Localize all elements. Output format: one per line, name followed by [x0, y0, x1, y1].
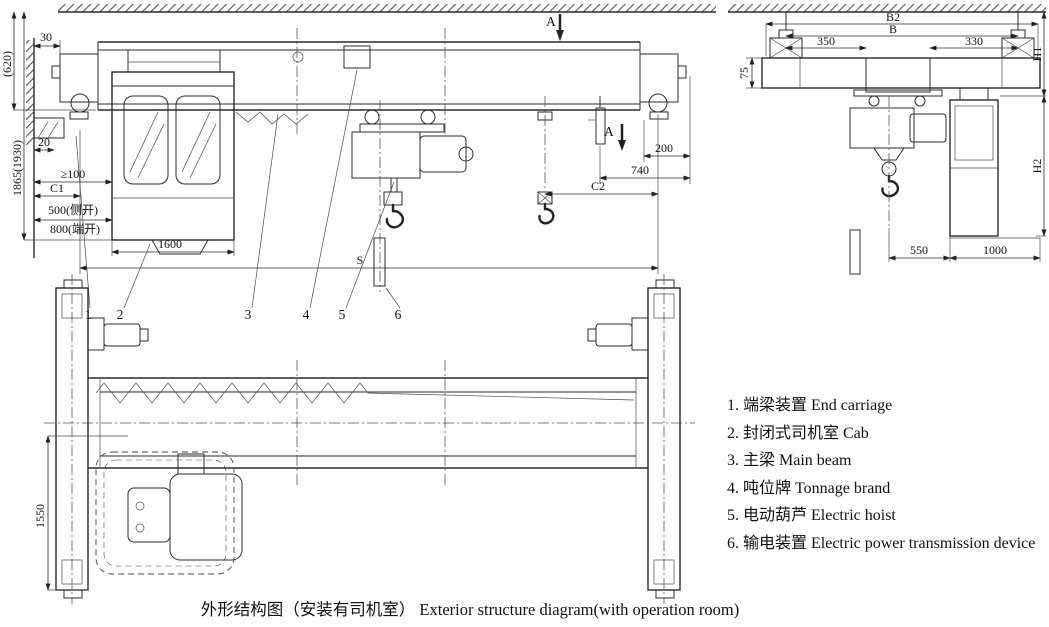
- end-view: B2 B 350 330 75 H1 H2 550 1000: [728, 4, 1047, 275]
- dim-b: B: [889, 22, 897, 36]
- power-festoon-side: [373, 237, 386, 287]
- dim-h2: H2: [1030, 159, 1044, 174]
- main-beam-plan: [88, 377, 648, 469]
- dim-800: 800(端开): [50, 222, 100, 236]
- end-beam-left-plan: [55, 274, 89, 604]
- dim-h1: H1: [1030, 47, 1044, 62]
- dim-20: 20: [38, 135, 50, 149]
- legend-item-cab: 2. 封闭式司机室 Cab: [727, 424, 869, 442]
- dim-c2: C2: [591, 179, 605, 193]
- main-beam-side: [97, 41, 641, 125]
- end-carriage-right: [639, 53, 687, 120]
- plan-view-dimensions: 1550: [33, 435, 128, 591]
- dim-span-s: S: [357, 253, 364, 267]
- cab-side: [111, 50, 235, 255]
- festoon-cable-zigzag: [95, 382, 369, 404]
- legend-item-end-carriage: 1. 端梁装置 End carriage: [727, 397, 893, 414]
- legend-item-electric-hoist: 5. 电动葫芦 Electric hoist: [727, 507, 896, 524]
- end-carriage-end-view: [761, 57, 1041, 89]
- cab-end-view: [949, 88, 1041, 254]
- callout-4: 4: [303, 307, 310, 322]
- electric-hoist-side: [351, 109, 474, 229]
- ceiling-hatch: [58, 4, 716, 13]
- travel-motor-right: [587, 317, 649, 351]
- end-carriage-left: [51, 53, 99, 113]
- tonnage-brand-plate: [343, 45, 371, 69]
- festoon-cable-taut: [367, 392, 635, 401]
- dim-c1: C1: [50, 181, 64, 195]
- dim-350: 350: [817, 34, 835, 48]
- side-view: A A 30 (620) 1865(1930) 20: [0, 4, 716, 322]
- dim-550: 550: [910, 243, 928, 257]
- dim-1865: 1865(1930): [10, 140, 24, 196]
- section-arrow-icon: [556, 30, 564, 41]
- dim-740: 740: [631, 163, 649, 177]
- caption: 外形结构图（安装有司机室） Exterior structure diagram…: [200, 600, 740, 619]
- end-view-dimensions: B2 B 350 330 75 H1 H2 550 1000: [737, 10, 1047, 262]
- dim-min100: ≥100: [61, 167, 86, 181]
- hook-icon: [385, 203, 404, 229]
- electric-hoist-end-view: [849, 95, 947, 198]
- hook-icon: [538, 202, 555, 225]
- power-feed: [588, 96, 606, 145]
- hook-position-2: [537, 111, 555, 225]
- dim-1000: 1000: [983, 243, 1007, 257]
- dim-620: (620): [0, 51, 14, 77]
- section-marker-a-mid: A: [604, 124, 626, 151]
- dim-1550: 1550: [33, 504, 47, 528]
- section-arrow-icon: [618, 140, 626, 151]
- section-a-label: A: [604, 124, 614, 139]
- dim-1600: 1600: [158, 237, 182, 251]
- main-beam-section: [853, 57, 943, 97]
- travel-motor-left: [87, 317, 149, 351]
- legend: 1. 端梁装置 End carriage 2. 封闭式司机室 Cab 3. 主梁…: [727, 392, 1035, 557]
- cab-plan-dashed: [95, 451, 235, 575]
- hoist-plan: [127, 453, 243, 561]
- legend-item-power-transmission: 6. 输电装置 Electric power transmission devi…: [727, 534, 1036, 552]
- dim-330: 330: [965, 34, 983, 48]
- end-beam-right-plan: [647, 274, 681, 604]
- callout-2: 2: [117, 307, 124, 322]
- dim-500: 500(侧开): [48, 203, 98, 217]
- section-marker-a-top: A: [546, 14, 564, 41]
- ceiling-hatch: [728, 4, 1046, 13]
- power-festoon-end: [849, 229, 861, 275]
- legend-item-tonnage-brand: 4. 吨位牌 Tonnage brand: [727, 479, 891, 497]
- dim-b2: B2: [886, 10, 900, 24]
- callout-6: 6: [395, 307, 402, 322]
- part-callouts: 1 2 3 4 5 6: [75, 69, 402, 322]
- dim-200: 200: [655, 141, 673, 155]
- dim-75: 75: [737, 67, 751, 79]
- hook-icon: [881, 174, 900, 198]
- side-view-dimensions: 30 (620) 1865(1930) 20 ≥100 C1 500(侧开) 8…: [0, 11, 691, 274]
- dim-30: 30: [40, 30, 52, 44]
- callout-3: 3: [245, 307, 252, 322]
- legend-item-main-beam: 3. 主梁 Main beam: [727, 452, 852, 469]
- runway-rail-left: [769, 12, 803, 59]
- callout-5: 5: [339, 307, 346, 322]
- section-a-label: A: [546, 14, 556, 29]
- plan-view: 1550: [33, 274, 695, 604]
